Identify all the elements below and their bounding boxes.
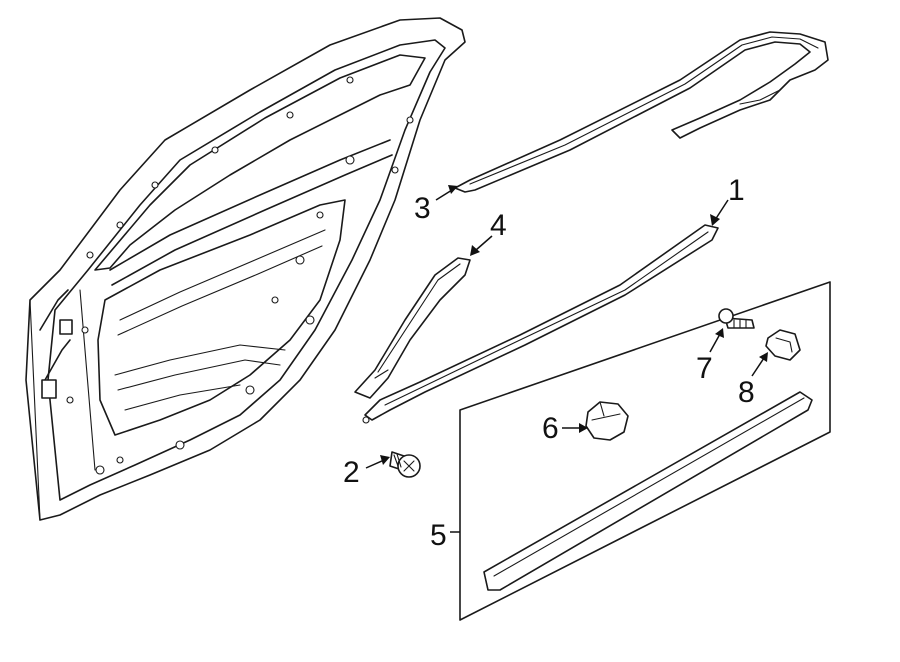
callout-7-label: 7 (696, 352, 713, 385)
part-4-applique (354, 257, 471, 399)
callout-4-label: 4 (490, 209, 507, 242)
callout-8-label: 8 (738, 376, 755, 409)
callout-2: 2 (343, 455, 390, 489)
callout-7: 7 (696, 328, 724, 385)
part-3-window-channel (454, 31, 829, 193)
callout-5: 5 (430, 519, 460, 552)
part-8-nut (765, 329, 801, 361)
door-frame (25, 17, 466, 521)
callout-1-label: 1 (728, 174, 745, 207)
part-6-clip (585, 401, 629, 441)
callout-6-label: 6 (542, 412, 559, 445)
callout-8: 8 (738, 352, 768, 409)
callout-5-label: 5 (430, 519, 447, 552)
part-7-fastener (718, 308, 755, 329)
callout-3-label: 3 (414, 192, 431, 225)
callout-4: 4 (470, 209, 507, 256)
part-1-belt-weatherstrip (362, 224, 719, 424)
part-2-screw (389, 451, 421, 478)
callout-1: 1 (710, 174, 745, 226)
callout-2-label: 2 (343, 456, 360, 489)
callout-3: 3 (414, 185, 458, 225)
part-5-kit-box (459, 281, 831, 621)
callout-6: 6 (542, 412, 588, 445)
